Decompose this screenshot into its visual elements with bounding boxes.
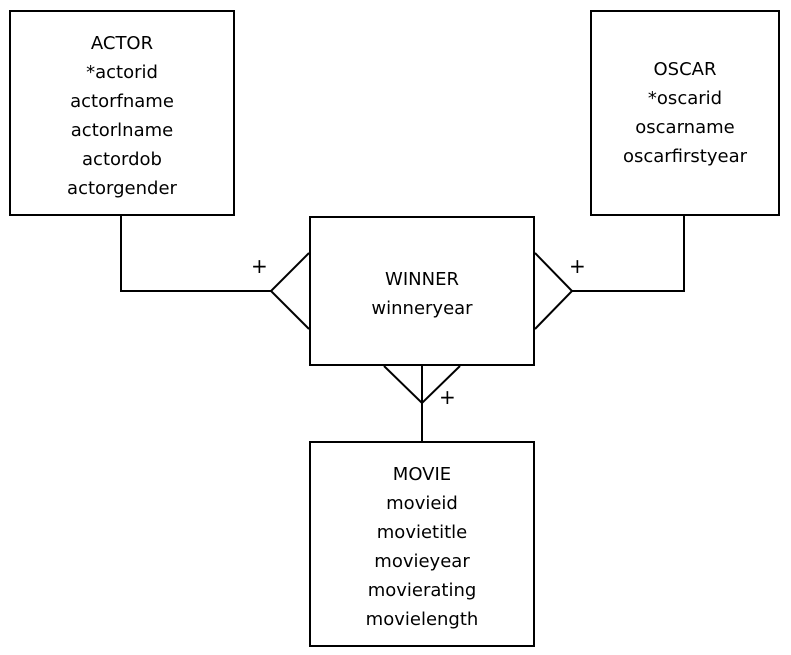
actor-entity-title: ACTOR xyxy=(90,33,154,54)
actor-attribute: actordob xyxy=(82,149,162,170)
winner-entity-box[interactable]: WINNER winneryear xyxy=(309,216,535,366)
oscar-winner-multiplicity: + xyxy=(569,254,586,278)
actor-attribute: actorfname xyxy=(70,91,174,112)
oscar-attribute: *oscarid xyxy=(647,88,723,109)
winner-attribute: winneryear xyxy=(371,298,473,319)
actor-entity-box[interactable]: ACTOR *actorid actorfname actorlname act… xyxy=(9,10,235,216)
oscar-entity-title: OSCAR xyxy=(653,59,717,80)
movie-attribute: movieid xyxy=(386,493,458,514)
oscar-attribute: oscarfirstyear xyxy=(622,146,748,167)
actor-attribute: actorgender xyxy=(67,178,177,199)
movie-entity-box[interactable]: MOVIE movieid movietitle movieyear movie… xyxy=(309,441,535,647)
movie-attribute: movieyear xyxy=(374,551,470,572)
movie-winner-multiplicity: + xyxy=(439,385,456,409)
actor-attribute: *actorid xyxy=(86,62,158,83)
actor-winner-crowfoot xyxy=(269,252,310,330)
oscar-winner-crowfoot xyxy=(534,252,574,330)
movie-entity-title: MOVIE xyxy=(392,464,452,485)
oscar-attribute: oscarname xyxy=(635,117,735,138)
actor-winner-multiplicity: + xyxy=(251,254,268,278)
oscar-winner-connector xyxy=(572,216,685,292)
actor-winner-connector xyxy=(120,216,271,292)
oscar-entity-box[interactable]: OSCAR *oscarid oscarname oscarfirstyear xyxy=(590,10,780,216)
actor-attribute: actorlname xyxy=(70,120,174,141)
movie-attribute: movierating xyxy=(367,580,477,601)
movie-attribute: movielength xyxy=(365,609,479,630)
movie-attribute: movietitle xyxy=(376,522,468,543)
winner-entity-title: WINNER xyxy=(385,269,459,290)
